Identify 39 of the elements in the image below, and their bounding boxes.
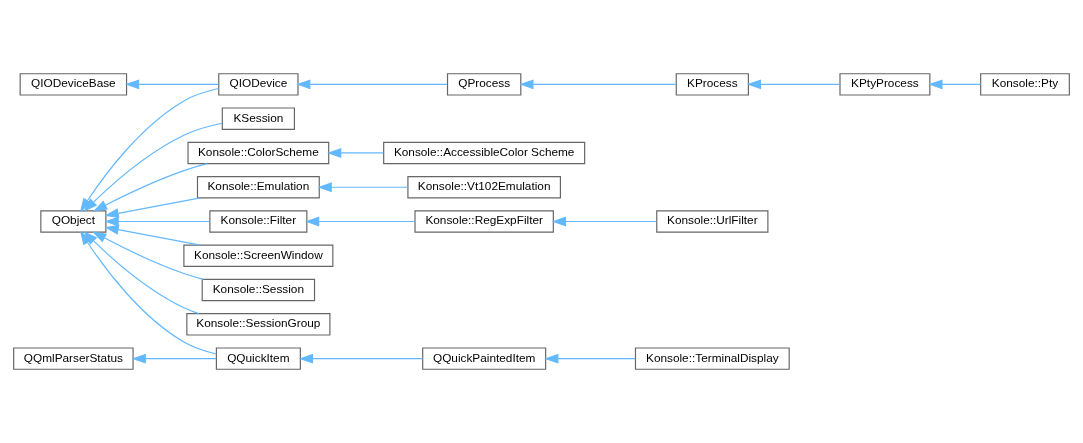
node-box: QQuickPaintedItem: [422, 347, 547, 370]
arrow: [551, 216, 658, 227]
node-box: QProcess: [446, 73, 522, 96]
node-box: QObject: [40, 210, 107, 233]
node-box: Konsole::Session: [201, 278, 316, 302]
node-box: Konsole::Vt102Emulation: [407, 176, 561, 199]
node-box: Konsole::SessionGroup: [186, 313, 331, 336]
arrow: [298, 353, 424, 364]
node-box: Konsole::ScreenWindow: [183, 244, 334, 267]
node-box: QIODeviceBase: [19, 73, 128, 96]
arrow: [317, 182, 409, 193]
node-box: KSession: [221, 107, 295, 130]
node-box: QQmlParserStatus: [13, 347, 134, 370]
node-box: Konsole::RegExpFilter: [414, 210, 554, 233]
node-box: Konsole::ColorScheme: [187, 141, 330, 165]
arrow: [83, 122, 223, 212]
node-box: KProcess: [675, 73, 749, 96]
node-box: Konsole::Emulation: [196, 176, 320, 199]
node-box: QIODevice: [218, 73, 299, 96]
node-box: Konsole::Filter: [209, 210, 308, 233]
arrow: [104, 197, 201, 219]
arrow: [544, 353, 636, 364]
node-box: Konsole::UrlFilter: [656, 210, 769, 233]
arrow: [327, 147, 384, 158]
node-box: Konsole::TerminalDisplay: [634, 347, 790, 370]
arrow: [305, 216, 416, 227]
arrow: [124, 79, 220, 90]
arrow: [746, 79, 841, 90]
arrow: [519, 79, 677, 90]
arrow: [131, 353, 217, 364]
arrow: [296, 79, 448, 90]
node-box: Konsole::Pty: [980, 73, 1070, 96]
arrow: [104, 216, 211, 227]
arrow: [928, 79, 982, 90]
node-box: Konsole::AccessibleColor Scheme: [383, 141, 586, 165]
arrow: [92, 231, 205, 280]
node-box: KPtyProcess: [839, 73, 931, 96]
arrow: [104, 224, 201, 246]
node-box: QQuickItem: [215, 347, 301, 370]
